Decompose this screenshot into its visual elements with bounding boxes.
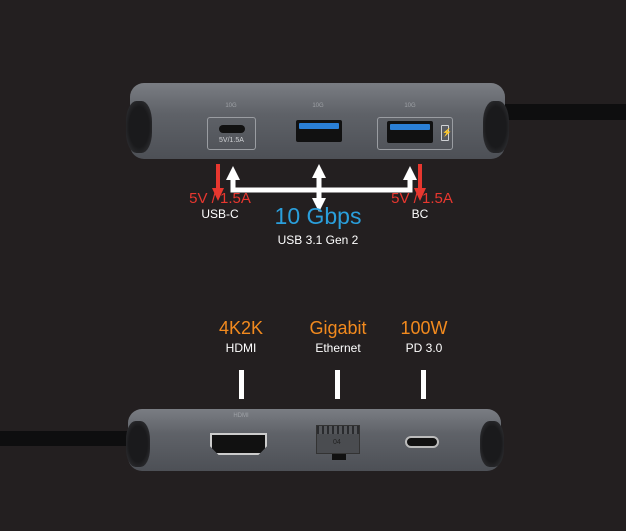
- usb-c-pd-port: [405, 436, 439, 448]
- battery-charge-icon: ⚡: [441, 125, 452, 141]
- left-power-label: 5V / 1.5A: [189, 190, 251, 207]
- usb-a-bc-port: [387, 121, 433, 143]
- top-cable: [495, 104, 626, 120]
- arrow-down-center: [312, 198, 326, 212]
- red-arrow-left: [212, 188, 224, 201]
- usb-c-port-label: 5V/1.5A: [219, 137, 244, 144]
- arrow-up-left: [226, 166, 240, 180]
- pointer-ethernet: [335, 370, 340, 399]
- bottom-cable: [0, 431, 135, 446]
- red-arrow-right: [414, 188, 426, 201]
- port-marking: 10G: [404, 103, 416, 109]
- usb-c-port-frame: 5V/1.5A: [207, 117, 256, 150]
- top-hub: 10G 10G 10G 5V/1.5A ⚡: [126, 83, 509, 159]
- usb-c-port: [219, 125, 245, 133]
- speed-standard-label: USB 3.1 Gen 2: [277, 233, 359, 247]
- arrow-up-right: [403, 166, 417, 180]
- port-marking: 10G: [225, 103, 237, 109]
- hub-end-left: [126, 421, 150, 467]
- ethernet-headline: Gigabit: [309, 318, 367, 338]
- pd-headline: 100W: [400, 318, 448, 338]
- usb-a-port: [296, 120, 342, 142]
- ethernet-latch: [332, 454, 346, 460]
- hdmi-headline: 4K2K: [218, 318, 264, 338]
- pointer-hdmi: [239, 370, 244, 399]
- hdmi-sub: HDMI: [225, 341, 257, 355]
- bc-port-frame: ⚡: [377, 117, 453, 150]
- hub-end-right: [480, 421, 504, 467]
- port-marking: 10G: [312, 103, 324, 109]
- arrow-up-center: [312, 164, 326, 178]
- ethernet-marking: 04: [333, 439, 341, 446]
- ethernet-sub: Ethernet: [315, 341, 361, 355]
- hdmi-port: [210, 433, 267, 455]
- hub-end-right: [483, 101, 509, 153]
- pointer-pd: [421, 370, 426, 399]
- left-port-label: USB-C: [201, 207, 239, 221]
- right-port-label: BC: [411, 207, 429, 221]
- hub-end-left: [126, 101, 152, 153]
- hdmi-marking: HDMI: [233, 413, 249, 419]
- arrow-diagram: [212, 164, 426, 212]
- right-power-label: 5V / 1.5A: [391, 190, 453, 207]
- speed-label: 10 Gbps: [274, 203, 362, 229]
- pd-sub: PD 3.0: [405, 341, 443, 355]
- ethernet-port: 04: [316, 425, 360, 454]
- bottom-hub: HDMI 04: [126, 409, 504, 471]
